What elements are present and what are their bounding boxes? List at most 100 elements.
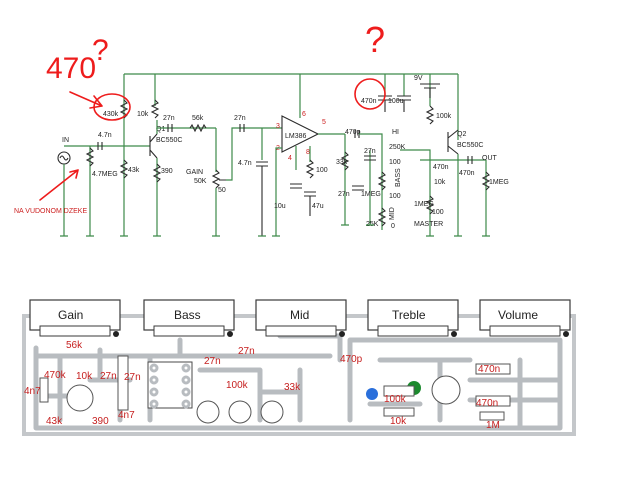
pcb-label-100k-a: 100k — [226, 380, 249, 391]
cap-47u — [304, 191, 316, 216]
cap-4n7-in — [97, 142, 103, 150]
pot-label-mid: Mid — [290, 308, 309, 322]
arrow-note: NA VUDONOM DZEKE — [14, 208, 87, 215]
label-cap-27n-b: 27n — [234, 115, 246, 122]
res-10k-q1 — [150, 99, 160, 119]
label-ic: LM386 — [285, 133, 307, 140]
res-43k — [119, 159, 129, 179]
cap-27n-b — [239, 124, 245, 132]
label-hi: HI — [392, 129, 399, 136]
pin-8: 8 — [306, 149, 310, 156]
res-100-ic — [305, 159, 315, 179]
pot-label-treble: Treble — [392, 308, 426, 322]
pot-box-volume — [479, 299, 571, 331]
pot-mid — [377, 207, 387, 227]
label-cap-10u: 10u — [274, 203, 286, 210]
ic-input-wire — [261, 127, 282, 160]
cap-100u — [397, 95, 411, 112]
master-wiring — [400, 149, 458, 236]
pot-lugs — [39, 325, 569, 337]
res-390 — [152, 163, 162, 183]
transistor-q2 — [447, 129, 459, 155]
pin-5: 5 — [322, 119, 326, 126]
res-33k — [340, 151, 350, 171]
ic-lm386 — [281, 115, 320, 153]
pcb-label-1m: 1M — [486, 420, 500, 431]
label-q2-type: BC550C — [457, 142, 483, 149]
label-100u: 100u — [388, 98, 404, 105]
handwritten-470: 470 — [46, 52, 96, 85]
label-res-100-ic: 100 — [316, 167, 328, 174]
pcb-label-27n-d: 27n — [238, 346, 255, 357]
pot-gain — [211, 169, 226, 189]
label-cap-47u: 47u — [312, 203, 324, 210]
pot-box-mid — [255, 299, 347, 331]
ground-symbols — [60, 224, 490, 237]
label-q2: Q2 — [457, 131, 466, 138]
label-q1-type: BC550C — [156, 137, 182, 144]
schematic: 9V 470n 100u IN 4.7n 4.7MEG 430k 43k Q1 … — [14, 19, 509, 237]
pcb-transistor-q2 — [431, 375, 461, 405]
label-out: OUT — [482, 155, 498, 162]
label-pot-1meg-bass: 1MEG — [361, 191, 381, 198]
pcb-layout: Gain Bass Mid Treble Volume — [22, 299, 576, 436]
label-res-100k-q2: 100k — [436, 113, 452, 120]
ic-pads — [149, 363, 191, 409]
label-9v: 9V — [414, 75, 423, 82]
ic-wiring — [275, 133, 345, 236]
pcb-label-56k: 56k — [66, 340, 83, 351]
label-res-100-m: 100 — [432, 209, 444, 216]
label-q1: Q1 — [156, 126, 165, 133]
label-r-1meg-out: 1MEG — [489, 179, 509, 186]
label-bass: BASS — [395, 168, 402, 187]
cap-4n7-b — [256, 161, 268, 236]
gain-ground — [215, 127, 262, 236]
label-gain-wiper: 50 — [218, 187, 226, 194]
q2-wiring — [457, 154, 487, 236]
pin-6: 6 — [302, 111, 306, 118]
circle-430k — [93, 93, 131, 121]
pcb-label-10k-b: 10k — [390, 416, 407, 427]
pcb-label-100k-b: 100k — [384, 394, 407, 405]
pcb-electrolytic-1 — [196, 400, 220, 424]
cap-27n-q1 — [167, 124, 173, 132]
cap-470n-out — [467, 156, 473, 164]
pin-3: 3 — [276, 123, 280, 130]
input-source-wave — [59, 155, 69, 161]
label-cap-470p: 470p — [345, 129, 361, 136]
pcb-electrolytic-2 — [228, 400, 252, 424]
res-1meg-out — [481, 171, 491, 191]
pcb-label-470k: 470k — [44, 370, 67, 381]
label-cap-27n-m: 27n — [338, 191, 350, 198]
pcb-label-27n-a: 27n — [100, 371, 117, 382]
label-c-470n-q2: 470n — [433, 164, 449, 171]
cap-27n-t — [364, 155, 376, 161]
label-pot-1meg-master: 1MEG — [414, 201, 434, 208]
label-cap-4n7-b: 4.7n — [238, 160, 252, 167]
label-res-33k: 33k — [336, 159, 348, 166]
pcb-component-outlines — [39, 355, 511, 421]
pot-label-volume: Volume — [498, 308, 538, 322]
pcb-label-4n7-a: 4n7 — [24, 386, 41, 397]
res-56k — [189, 123, 207, 133]
label-res-43k: 43k — [128, 167, 140, 174]
res-100k-q2 — [425, 105, 435, 125]
pcb-label-470n-a: 470n — [478, 364, 500, 375]
label-r-10k-q2: 10k — [434, 179, 446, 186]
pcb-label-10k: 10k — [76, 371, 93, 382]
pcb-label-33k: 33k — [284, 382, 301, 393]
pot-label-bass: Bass — [174, 308, 201, 322]
pin-4: 4 — [288, 155, 292, 162]
label-res-10k-q1: 10k — [137, 111, 149, 118]
circle-470n — [354, 78, 386, 110]
pcb-electrolytic-3 — [260, 400, 284, 424]
res-4m7-in — [85, 147, 95, 167]
label-res-100-t: 100 — [389, 159, 401, 166]
label-res-4m7: 4.7MEG — [92, 171, 118, 178]
pot-master — [425, 195, 435, 215]
red-annotations: 470 ? ? NA VUDONOM DZEKE — [14, 19, 386, 215]
pcb-label-390: 390 — [92, 416, 109, 427]
pcb-label-27n-c: 27n — [204, 356, 221, 367]
label-gain-pot: 50K — [194, 178, 207, 185]
